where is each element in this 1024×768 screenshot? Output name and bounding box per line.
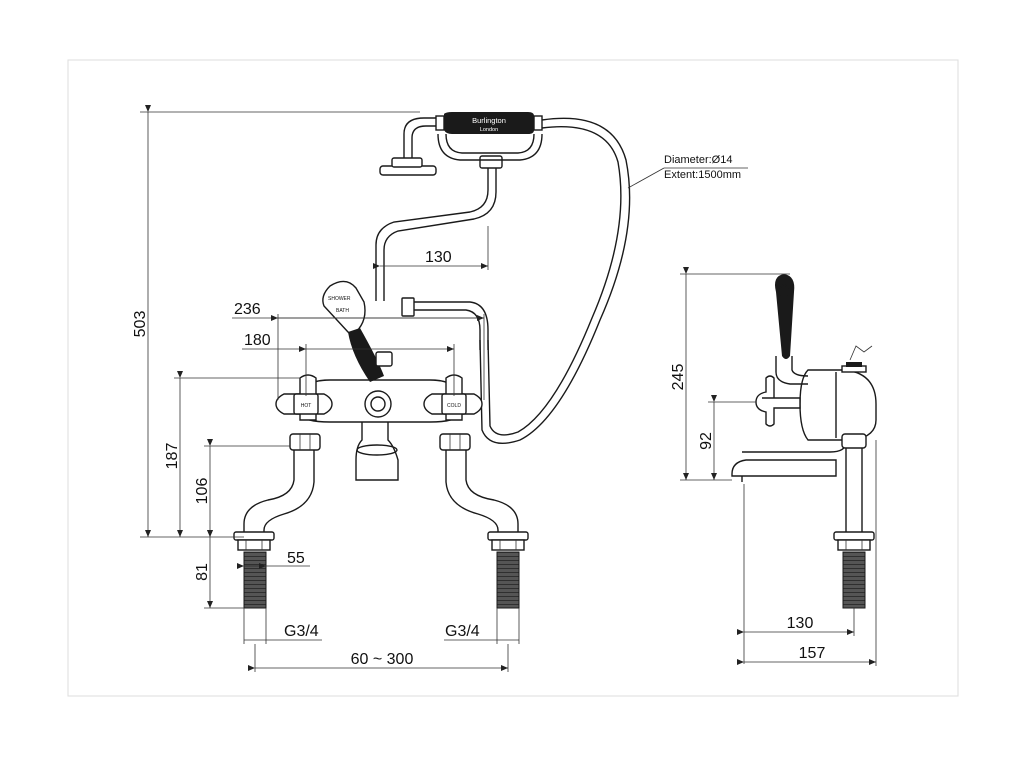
hose-diameter: Diameter:Ø14 [664, 154, 732, 166]
dim-92: 92 [698, 432, 715, 450]
hose-extent: Extent:1500mm [664, 169, 741, 181]
dim-55: 55 [287, 550, 305, 567]
hose-note: Diameter:Ø14 Extent:1500mm [627, 154, 748, 189]
shower-cradle-arm [375, 133, 543, 301]
dim-60-300: 60 ~ 300 [351, 651, 414, 668]
hot-cross-handle: HOT [275, 374, 333, 421]
dim-81: 81 [194, 563, 211, 581]
thread-left: G3/4 [284, 623, 319, 640]
dim-187: 187 [164, 443, 181, 470]
shower-handset: Burlington London [379, 112, 543, 176]
cold-cross-handle: COLD [423, 374, 483, 421]
side-view: 245 92 130 157 [670, 267, 877, 666]
front-view: Burlington London SHOWER BATH [132, 105, 748, 672]
front-dimensions: 503 187 106 81 236 180 [132, 105, 520, 672]
lever-label-shower: SHOWER [328, 296, 351, 302]
sheet-border [67, 59, 959, 697]
shower-hose [479, 117, 631, 444]
dim-130-front: 130 [425, 249, 452, 266]
cold-label: COLD [447, 403, 461, 409]
dim-180: 180 [244, 332, 271, 349]
lever-label-bath: BATH [336, 308, 349, 314]
dim-130-side: 130 [787, 615, 814, 632]
bath-spout [355, 422, 399, 481]
dim-503: 503 [132, 311, 149, 338]
left-leg [233, 433, 321, 609]
side-leg [833, 433, 875, 609]
side-lever [775, 274, 809, 385]
side-dimensions: 245 92 130 157 [670, 267, 877, 666]
dim-157: 157 [799, 645, 826, 662]
handset-city: London [480, 127, 498, 133]
dim-236: 236 [234, 301, 261, 318]
diverter-tube [401, 297, 489, 350]
hot-label: HOT [301, 403, 312, 409]
thread-right: G3/4 [445, 623, 480, 640]
dim-245: 245 [670, 364, 687, 391]
dim-106: 106 [194, 478, 211, 505]
side-spout [731, 441, 847, 482]
diverter-lever: SHOWER BATH [322, 280, 393, 382]
side-body [799, 345, 877, 441]
handset-brand: Burlington [472, 116, 506, 125]
right-leg [439, 433, 529, 609]
